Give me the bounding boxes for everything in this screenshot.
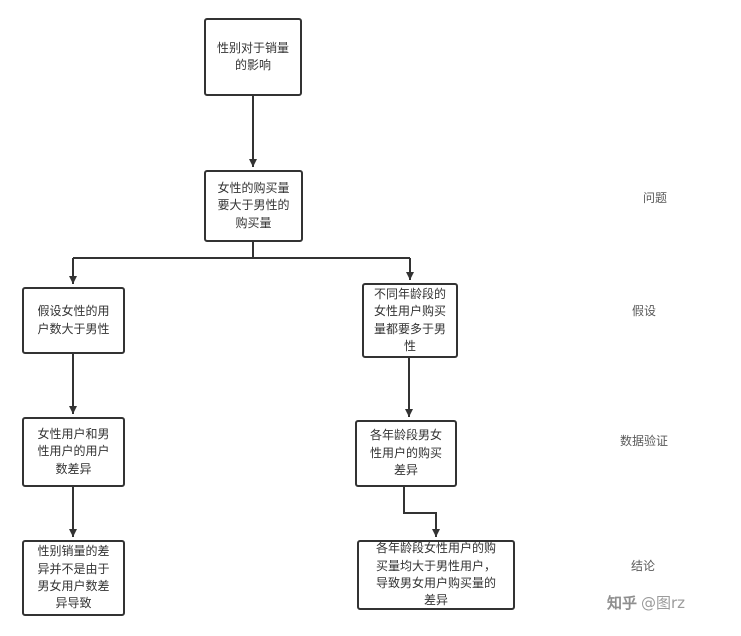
stage-label-validation: 数据验证: [620, 434, 669, 448]
zhihu-watermark: 知乎@图rz: [607, 592, 685, 613]
flowchart-node-validation-left: 女性用户和男性用户的用户数差异: [22, 417, 125, 487]
flowchart-node-hypothesis-right-label: 不同年龄段的女性用户购买量都要多于男性: [373, 286, 446, 353]
flowchart-node-validation-right: 各年龄段男女性用户的购买差异: [355, 420, 457, 487]
stage-label-hypothesis: 假设: [632, 304, 657, 318]
flowchart-node-hypothesis-left: 假设女性的用户数大于男性: [22, 287, 125, 354]
stage-label-conclusion: 结论: [631, 559, 656, 573]
flowchart-node-problem: 女性的购买量要大于男性的购买量: [204, 170, 303, 242]
flowchart-node-conclusion-right-label: 各年龄段女性用户的购买量均大于男性用户，导致男女用户购买量的差异: [375, 541, 496, 608]
zhihu-logo-text: 知乎: [607, 594, 638, 612]
flowchart-node-conclusion-right: 各年龄段女性用户的购买量均大于男性用户，导致男女用户购买量的差异: [357, 540, 515, 610]
flowchart-node-topic-label: 性别对于销量的影响: [216, 40, 289, 72]
watermark-handle: @图rz: [641, 594, 686, 612]
flowchart-node-conclusion-left-label: 性别销量的差异并不是由于男女用户数差异导致: [37, 544, 110, 611]
flowchart-node-validation-left-label: 女性用户和男性用户的用户数差异: [37, 426, 110, 476]
connector-validation-right-to-conclusion-right: [403, 487, 440, 537]
stage-label-problem: 问题: [643, 191, 668, 205]
flowchart-node-problem-label: 女性的购买量要大于男性的购买量: [217, 180, 290, 230]
flowchart-node-conclusion-left: 性别销量的差异并不是由于男女用户数差异导致: [22, 540, 125, 616]
flowchart-node-hypothesis-left-label: 假设女性的用户数大于男性: [37, 304, 110, 336]
flowchart-node-validation-right-label: 各年龄段男女性用户的购买差异: [369, 428, 442, 478]
flowchart-node-topic: 性别对于销量的影响: [204, 18, 302, 96]
flowchart-node-hypothesis-right: 不同年龄段的女性用户购买量都要多于男性: [362, 283, 458, 358]
